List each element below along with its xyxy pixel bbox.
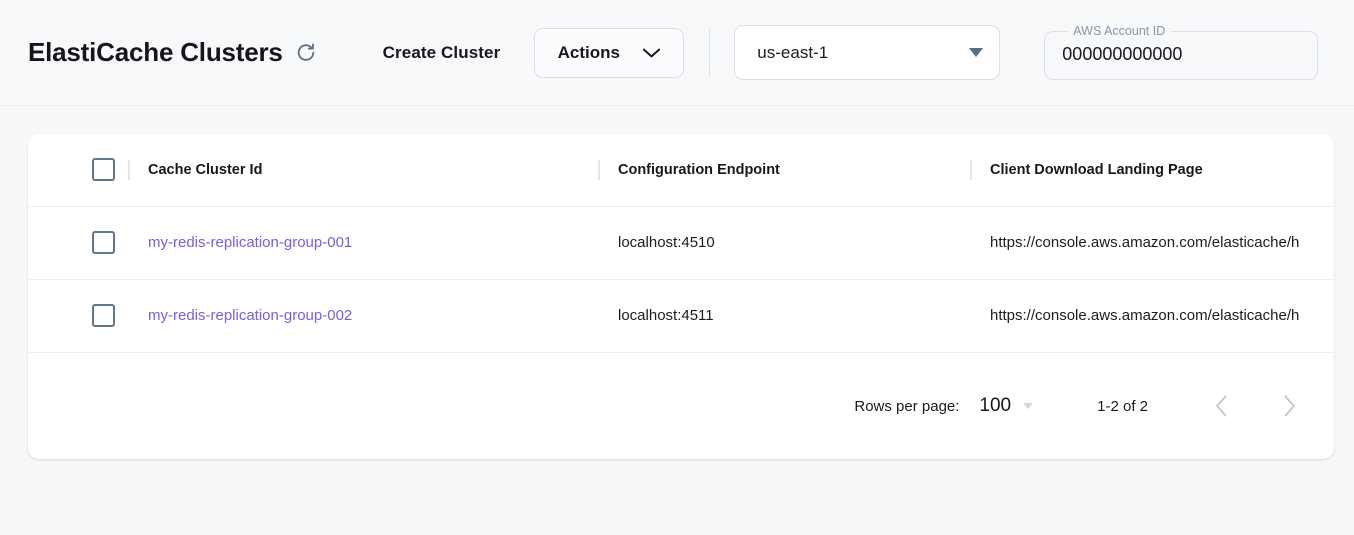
column-header-client-download-landing-page[interactable]: Client Download Landing Page <box>966 134 1334 206</box>
aws-account-id-field[interactable]: AWS Account ID <box>1044 25 1319 80</box>
chevron-left-icon[interactable] <box>1198 383 1244 429</box>
row-landing-page-cell: https://console.aws.amazon.com/elasticac… <box>966 205 1334 279</box>
table-row[interactable]: my-redis-replication-group-002 localhost… <box>28 278 1334 352</box>
caret-down-icon <box>969 48 984 57</box>
cluster-id-link[interactable]: my-redis-replication-group-001 <box>148 234 353 251</box>
table-header-row: Cache Cluster Id Configuration Endpoint … <box>28 134 1334 206</box>
table-pagination: Rows per page: 100 1-2 of 2 <box>28 352 1334 459</box>
create-cluster-button[interactable]: Create Cluster <box>382 42 501 62</box>
cluster-id-link[interactable]: my-redis-replication-group-002 <box>148 307 353 325</box>
pagination-range-label: 1-2 of 2 <box>1097 397 1148 415</box>
row-select-cell <box>28 205 124 279</box>
row-landing-page-cell: https://console.aws.amazon.com/elasticac… <box>966 278 1334 352</box>
refresh-icon-svg <box>297 43 314 61</box>
table-row[interactable]: my-redis-replication-group-001 localhost… <box>28 205 1334 279</box>
row-endpoint-cell: localhost:4510 <box>594 205 966 279</box>
actions-button-label: Actions <box>557 42 620 62</box>
page-title: ElastiCache Clusters <box>28 37 283 67</box>
table-header: Cache Cluster Id Configuration Endpoint … <box>28 134 1334 206</box>
app-header: ElastiCache Clusters Create Cluster Acti… <box>0 0 1354 106</box>
rows-per-page-value: 100 <box>979 395 1012 416</box>
aws-account-id-input[interactable] <box>1044 25 1319 80</box>
header-divider <box>709 28 711 77</box>
chevron-right-icon-svg <box>1284 395 1295 417</box>
clusters-table: Cache Cluster Id Configuration Endpoint … <box>28 134 1334 352</box>
column-header-cache-cluster-id[interactable]: Cache Cluster Id <box>124 134 594 206</box>
row-endpoint-cell: localhost:4511 <box>594 278 966 352</box>
rows-per-page-select[interactable]: 100 <box>979 395 1034 417</box>
region-select[interactable]: us-east-1 <box>734 25 1001 80</box>
row-select-cell <box>28 278 124 352</box>
row-checkbox[interactable] <box>92 304 115 328</box>
select-all-header <box>28 134 124 206</box>
region-select-value: us-east-1 <box>757 42 829 62</box>
select-all-checkbox[interactable] <box>92 158 115 182</box>
rows-per-page-label: Rows per page: <box>854 397 960 415</box>
clusters-card: Cache Cluster Id Configuration Endpoint … <box>28 134 1334 459</box>
table-body: my-redis-replication-group-001 localhost… <box>28 205 1334 352</box>
actions-button[interactable]: Actions <box>534 27 685 78</box>
chevron-down-icon <box>642 47 661 59</box>
caret-down-icon <box>1023 403 1034 409</box>
row-cluster-id-cell: my-redis-replication-group-001 <box>124 205 594 279</box>
main-content: Cache Cluster Id Configuration Endpoint … <box>0 106 1354 459</box>
refresh-icon[interactable] <box>289 36 323 70</box>
chevron-left-icon-svg <box>1215 395 1226 417</box>
row-checkbox[interactable] <box>92 231 115 254</box>
chevron-right-icon[interactable] <box>1266 383 1312 429</box>
column-header-configuration-endpoint[interactable]: Configuration Endpoint <box>594 134 966 206</box>
row-cluster-id-cell: my-redis-replication-group-002 <box>124 278 594 352</box>
